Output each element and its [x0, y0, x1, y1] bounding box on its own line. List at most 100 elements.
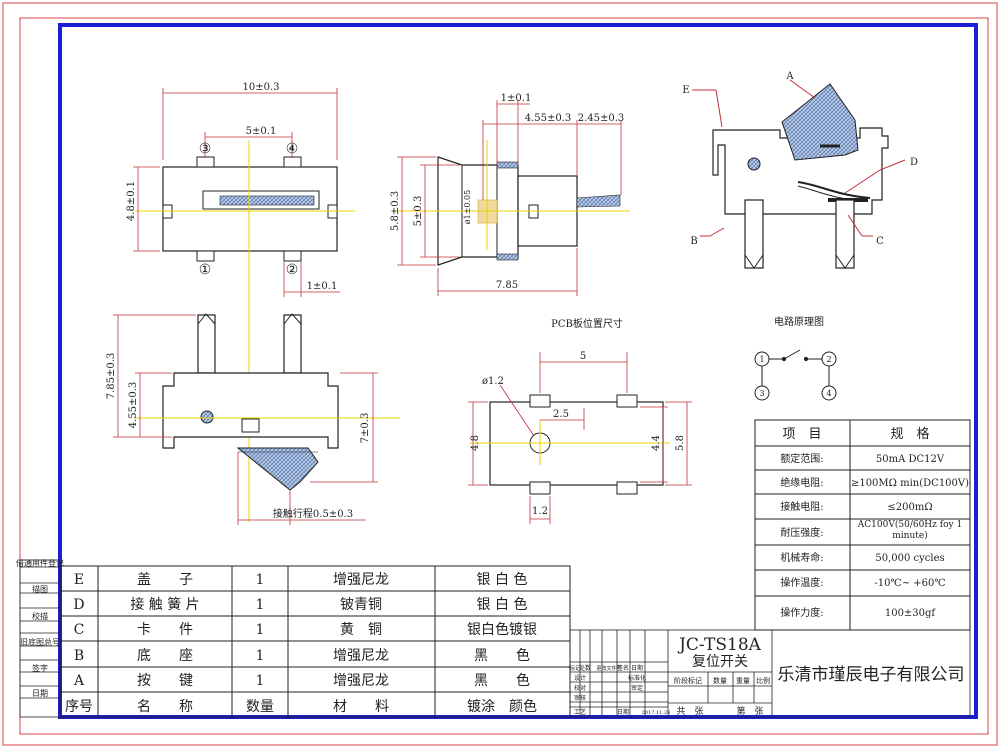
spec-item: 额定范围: [780, 452, 823, 465]
rev-label: 签名 [617, 664, 629, 672]
bom-mat: 增强尼龙 [333, 648, 389, 664]
bom-qty: 1 [256, 572, 265, 588]
dim-front-right: 7±0.3 [360, 413, 371, 444]
spec-value: AC100V(50/60Hz foy 1 minute) [857, 520, 963, 541]
dim-side-hole: ø1±0.05 [463, 190, 472, 224]
tb-header: 重量 [736, 677, 750, 685]
spec-value: 50mA DC12V [876, 454, 945, 465]
dim-top-pinwidth: 1±0.1 [307, 281, 338, 292]
approval-label: 审定 [631, 684, 643, 692]
dim-top-pitch: 5±0.1 [246, 126, 277, 137]
rev-label: 日期 [631, 664, 643, 672]
side-label: 校描 [32, 611, 48, 621]
title-block [569, 629, 971, 718]
spec-value: 100±30gf [885, 608, 937, 619]
dim-front-total: 7.85±0.3 [106, 353, 117, 400]
exploded-view [692, 79, 906, 269]
spec-header-value: 规 格 [890, 426, 929, 442]
spec-value: ≤200mΩ [887, 502, 932, 513]
bom-mat: 增强尼龙 [333, 673, 389, 689]
terminal-label: 4 [826, 389, 831, 398]
pin-label: ③ [199, 141, 212, 157]
rev-label: 处数 [579, 664, 591, 672]
spec-item: 操作温度: [780, 576, 823, 589]
spec-item: 接触电阻: [780, 500, 823, 513]
top-view [133, 88, 355, 522]
bom-finish: 银白色镀银 [467, 621, 537, 638]
side-label: 借通用件登记 [16, 558, 64, 568]
approval-label: 日期 [617, 708, 629, 716]
sheet-total: 共 张 [676, 706, 703, 717]
dim-side-inner-height: 5±0.3 [413, 196, 424, 227]
bom-idx: A [73, 673, 85, 689]
bom-header-mat: 材 料 [333, 699, 389, 715]
bom-header-idx: 序号 [65, 699, 93, 715]
side-view [395, 100, 630, 296]
front-view [113, 313, 400, 525]
spec-item: 耐压强度: [780, 526, 823, 539]
bom-rows: E 盖 子 1 增强尼龙 银 白 色 D 接 触 簧 片 1 铍青铜 银 白 色… [65, 571, 537, 715]
bom-finish: 银 白 色 [477, 596, 528, 613]
tb-header: 数量 [713, 676, 727, 685]
approval-label: 工艺 [574, 708, 586, 716]
bom-qty: 1 [256, 597, 265, 613]
spec-value-wrap: AC100V(50/60Hz foy 1 minute) [857, 520, 963, 541]
dim-side-top: 1±0.1 [501, 93, 532, 104]
bom-header-name: 名 称 [137, 699, 193, 715]
pin-label: ① [199, 262, 212, 278]
dim-side-protrusion: 2.45±0.3 [578, 113, 625, 124]
drawing-code: JC-TS18A [677, 635, 762, 655]
spec-value: ≥100MΩ min(DC100V) [851, 478, 969, 489]
dim-pcb-left-height: 4.8 [470, 435, 481, 451]
dim-pcb-outer-height: 5.8 [675, 435, 686, 451]
dim-pcb-hole: ø1.2 [482, 376, 504, 387]
part-label-c: C [876, 236, 884, 247]
pin-label: ④ [286, 141, 299, 157]
rev-label: 更改文件号 [596, 665, 621, 672]
bom-table [59, 565, 571, 718]
spec-item: 操作力度: [780, 606, 823, 619]
dim-front-body: 4.55±0.3 [128, 382, 139, 429]
bom-finish: 银 白 色 [477, 571, 528, 588]
terminal-label: 2 [826, 355, 831, 364]
spec-value: -10℃~ +60℃ [874, 578, 945, 589]
bom-finish: 黑 色 [474, 672, 530, 689]
dim-top-height: 4.8±0.1 [126, 181, 137, 221]
bom-idx: D [73, 597, 84, 613]
dim-side-outer-height: 5.8±0.3 [390, 191, 401, 231]
pin-label: ② [286, 262, 299, 278]
bom-qty: 1 [256, 648, 265, 664]
terminal-label: 1 [759, 355, 764, 364]
pcb-view [468, 352, 692, 524]
spec-value: 50,000 cycles [875, 553, 944, 564]
drawing-date: 2017.11.24 [642, 710, 671, 716]
part-label-b: B [690, 236, 697, 247]
bom-header-finish: 镀涂 颜色 [467, 698, 537, 715]
spec-item: 机械寿命: [780, 551, 823, 564]
spec-table [754, 419, 971, 631]
side-label: 日期 [32, 689, 48, 698]
dim-pcb-padwidth: 1.2 [532, 506, 548, 517]
bom-name: 卡 件 [137, 622, 193, 638]
top-view-slot [219, 195, 315, 206]
dim-side-length: 7.85 [496, 280, 518, 291]
bom-finish: 黑 色 [474, 647, 530, 664]
inner-border [19, 17, 989, 735]
bom-qty: 1 [256, 622, 265, 638]
bom-idx: E [74, 572, 84, 588]
tb-header: 比例 [756, 676, 770, 685]
sheet-number: 第 张 [736, 705, 763, 717]
spec-header-item: 项 目 [782, 427, 821, 442]
bom-mat: 黄 铜 [340, 621, 382, 638]
drawing-name: 复位开关 [692, 653, 748, 670]
bom-header-qty: 数量 [246, 699, 274, 715]
dim-pcb-pitch: 5 [580, 351, 586, 362]
part-label-e: E [682, 85, 689, 96]
side-label: 描图 [32, 584, 48, 594]
bom-name: 接 触 簧 片 [130, 596, 199, 613]
bom-mat: 增强尼龙 [333, 572, 389, 588]
part-label-d: D [910, 157, 918, 168]
rev-label: 标记 [569, 664, 581, 672]
spec-item: 绝缘电阻: [780, 476, 823, 489]
